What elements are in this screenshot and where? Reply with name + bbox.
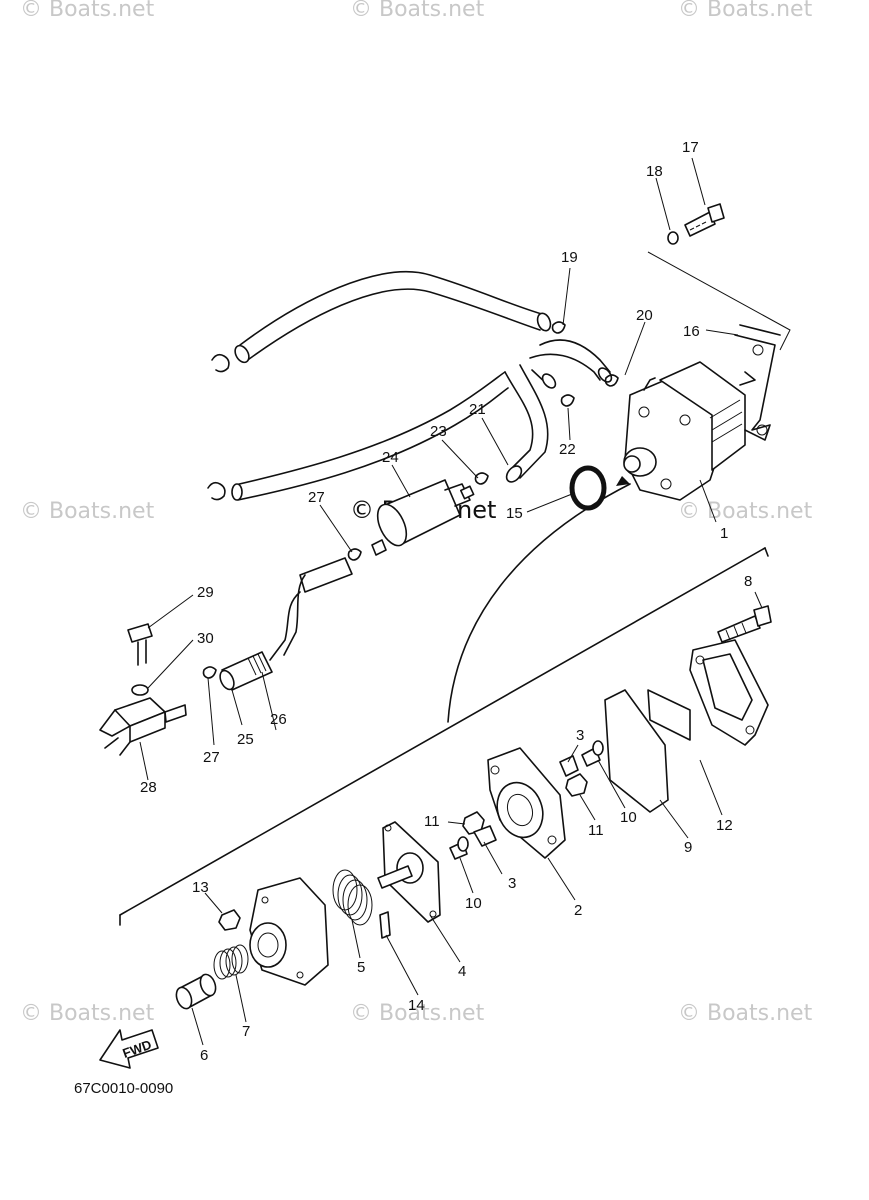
callout-5: 5 <box>357 959 365 976</box>
callout-2: 2 <box>574 902 582 919</box>
callout-20: 20 <box>636 307 653 324</box>
callout-3: 3 <box>576 727 584 744</box>
arrowhead <box>616 476 630 486</box>
pin <box>379 911 391 939</box>
check-valve <box>559 755 579 777</box>
hose-clip <box>551 321 566 334</box>
pump-housing <box>487 747 566 859</box>
callout-23: 23 <box>430 423 447 440</box>
callout-11: 11 <box>424 813 440 830</box>
callout-27: 27 <box>203 749 220 766</box>
fwd-arrow-icon: FWD <box>99 1029 159 1069</box>
diaphragm <box>377 821 441 923</box>
fuel-joint <box>99 623 187 756</box>
diaphragm-spring <box>332 869 373 926</box>
screw <box>581 740 604 767</box>
callout-28: 28 <box>140 779 157 796</box>
watermark: © Boats.net <box>678 1001 813 1026</box>
callout-8: 8 <box>744 573 752 590</box>
fuel-hose-connector <box>504 339 613 483</box>
callout-11: 11 <box>588 822 604 839</box>
callout-10: 10 <box>620 809 637 826</box>
callout-18: 18 <box>646 163 663 180</box>
watermark: © Boats.net <box>350 0 485 22</box>
watermark: © Boats.net <box>20 499 155 524</box>
callout-30: 30 <box>197 630 214 647</box>
callout-14: 14 <box>408 997 425 1014</box>
watermark: © Boats.net <box>678 499 813 524</box>
callout-6: 6 <box>200 1047 208 1064</box>
callout-27: 27 <box>308 489 325 506</box>
fuel-pump-body <box>623 361 746 501</box>
lower-housing <box>249 877 329 986</box>
fuel-hose-short <box>219 557 353 691</box>
hose-clip <box>560 394 575 407</box>
callout-26: 26 <box>270 711 287 728</box>
hose-clip <box>202 666 217 679</box>
reference-line <box>647 251 791 351</box>
hose-clip <box>347 548 362 561</box>
callout-22: 22 <box>559 441 576 458</box>
pump-cover <box>647 639 769 746</box>
fuel-filter <box>371 479 475 556</box>
fuel-hose-upper <box>211 271 552 373</box>
callout-7: 7 <box>242 1023 250 1040</box>
watermark: © Boats.net <box>350 1001 485 1026</box>
fuel-hose-lower <box>207 371 509 501</box>
diaphragm-gasket <box>604 689 669 813</box>
callout-17: 17 <box>682 139 699 156</box>
check-valve <box>473 825 497 847</box>
callout-3: 3 <box>508 875 516 892</box>
assembly-arrow <box>447 483 631 723</box>
leader-lines <box>139 157 763 1046</box>
callout-labels: 1 2 3 3 4 5 6 7 8 9 10 10 11 11 12 13 14… <box>140 139 752 1064</box>
cover-bolt <box>717 605 772 643</box>
callout-25: 25 <box>237 731 254 748</box>
callout-16: 16 <box>683 323 700 340</box>
mounting-bolt <box>667 203 725 245</box>
o-ring <box>569 465 607 511</box>
callout-19: 19 <box>561 249 578 266</box>
plunger-spring <box>213 944 249 980</box>
hose-clip <box>474 472 489 485</box>
separator-line <box>119 547 766 916</box>
hex-nut <box>218 909 241 931</box>
callout-12: 12 <box>716 817 733 834</box>
callout-1: 1 <box>720 525 728 542</box>
callout-13: 13 <box>192 879 209 896</box>
plunger <box>175 973 217 1010</box>
screw <box>449 836 469 860</box>
nut <box>565 773 588 797</box>
callout-24: 24 <box>382 449 399 466</box>
pump-bracket <box>734 324 781 441</box>
hose-clip <box>604 374 619 387</box>
watermark: © Boats.net <box>20 1001 155 1026</box>
callout-10: 10 <box>465 895 482 912</box>
callout-15: 15 <box>506 505 523 522</box>
watermark: © Boats.net <box>20 0 155 22</box>
callout-29: 29 <box>197 584 214 601</box>
diagram-code: 67C0010-0090 <box>74 1080 173 1097</box>
callout-4: 4 <box>458 963 466 980</box>
callout-9: 9 <box>684 839 692 856</box>
watermark: © Boats.net <box>678 0 813 22</box>
callout-21: 21 <box>469 401 486 418</box>
